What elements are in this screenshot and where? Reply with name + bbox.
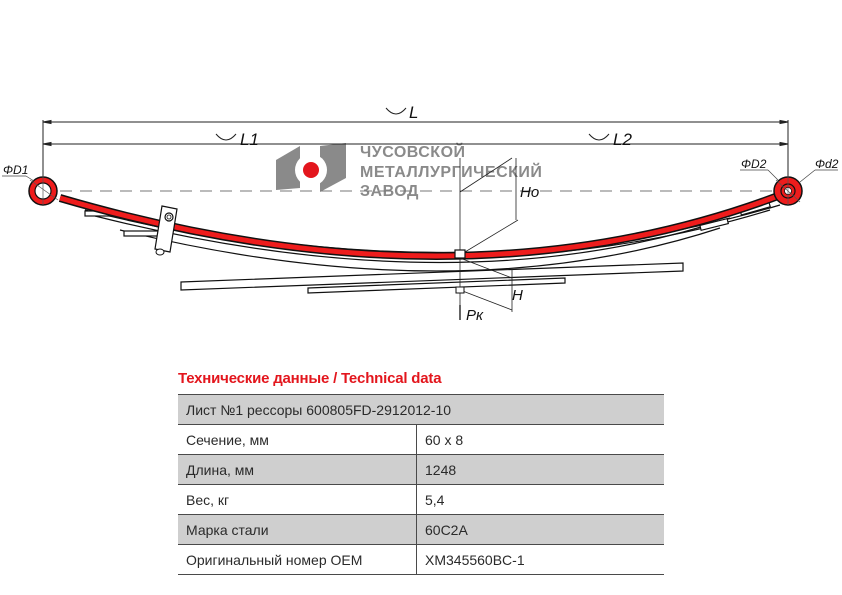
- label-load: Pк: [466, 307, 484, 324]
- technical-data-table: Лист №1 рессоры 600805FD-2912012-10 Сече…: [178, 394, 664, 575]
- height-dimensions: [459, 157, 519, 320]
- logo-dot-icon: [303, 162, 319, 178]
- rebound-clip: [154, 205, 178, 256]
- row-value: 5,4: [416, 484, 664, 515]
- overload-leaves: [180, 262, 684, 294]
- label-free-height: Ho: [520, 184, 539, 201]
- leaf-spring-drawing: ЧУСОВСКОЙ МЕТАЛЛУРГИЧЕСКИЙ ЗАВОД L L1 L2: [2, 103, 839, 324]
- logo-line-1: ЧУСОВСКОЙ: [360, 142, 466, 161]
- left-eye: [28, 176, 59, 206]
- row-value: 1248: [416, 454, 664, 485]
- row-value: 60 x 8: [416, 424, 664, 455]
- logo-shape-right-icon: [320, 143, 346, 192]
- label-eye-diameter-2: ΦD2: [741, 157, 767, 171]
- row-label: Вес, кг: [178, 484, 417, 515]
- row-label: Оригинальный номер OEM: [178, 544, 417, 575]
- label-length-1: L1: [240, 130, 259, 149]
- label-eye-diameter-1: ΦD1: [3, 163, 28, 177]
- row-value: XM345560BC-1: [416, 544, 664, 575]
- logo-line-2: МЕТАЛЛУРГИЧЕСКИЙ: [360, 162, 542, 181]
- label-bushing-diameter-2: Φd2: [815, 157, 839, 171]
- table-row: Оригинальный номер OEM XM345560BC-1: [178, 544, 664, 575]
- row-label: Длина, мм: [178, 454, 417, 485]
- row-value: 60С2А: [416, 514, 664, 545]
- row-label: Сечение, мм: [178, 424, 417, 455]
- center-bolt-nut-icon: [455, 286, 465, 294]
- label-loaded-height: H: [512, 287, 523, 304]
- table-row: Сечение, мм 60 x 8: [178, 424, 664, 455]
- center-bolt-icon: [454, 249, 466, 259]
- secondary-leaves: [74, 201, 781, 272]
- table-row: Вес, кг 5,4: [178, 484, 664, 515]
- label-total-length: L: [409, 103, 418, 122]
- table-header-row: Лист №1 рессоры 600805FD-2912012-10: [178, 394, 664, 425]
- table-header: Лист №1 рессоры 600805FD-2912012-10: [178, 394, 664, 425]
- row-label: Марка стали: [178, 514, 417, 545]
- technical-data-title: Технические данные / Technical data: [178, 370, 442, 387]
- right-eye: [773, 176, 803, 206]
- logo-shape-left-icon: [276, 146, 300, 190]
- table-row: Марка стали 60С2А: [178, 514, 664, 545]
- label-length-2: L2: [613, 130, 632, 149]
- table-row: Длина, мм 1248: [178, 454, 664, 485]
